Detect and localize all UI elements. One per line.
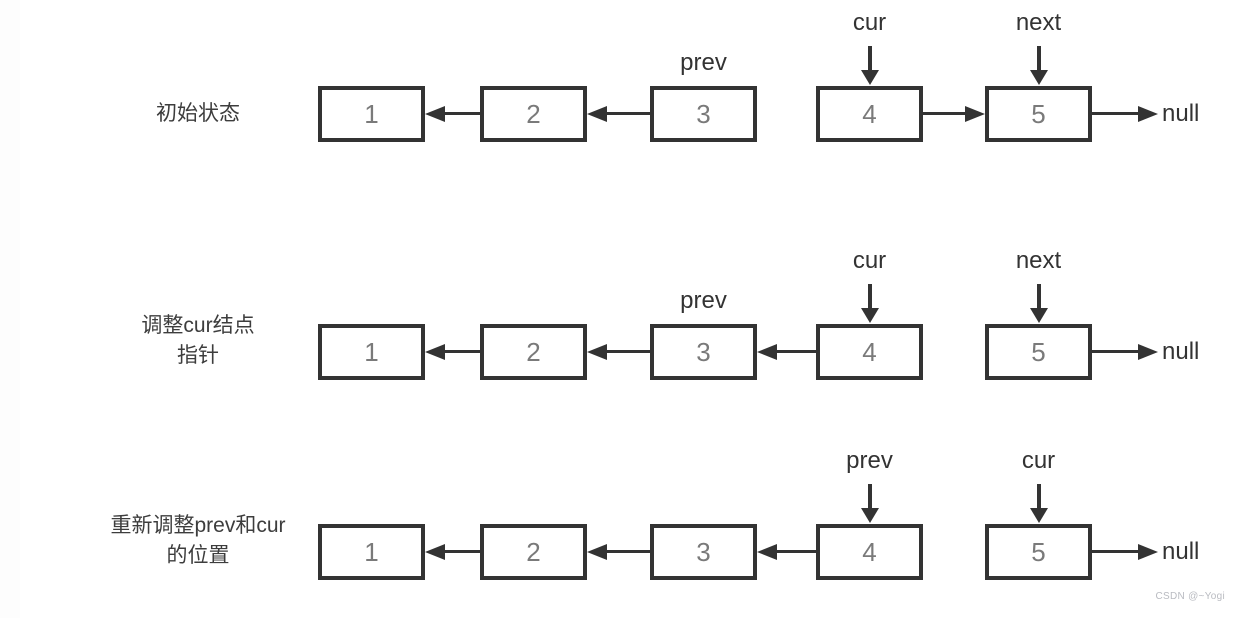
row-caption-line: 指针 bbox=[177, 344, 219, 367]
arrow-shaft bbox=[923, 112, 969, 115]
left-arrow-icon bbox=[425, 543, 480, 561]
list-node: 2 bbox=[480, 524, 587, 580]
null-label: null bbox=[1162, 338, 1200, 365]
arrow-head bbox=[757, 344, 777, 360]
arrow-shaft bbox=[773, 550, 816, 553]
left-arrow-icon bbox=[587, 343, 650, 361]
down-arrow-head bbox=[860, 308, 879, 323]
down-arrow-head bbox=[860, 70, 879, 85]
node-value: 3 bbox=[696, 336, 711, 367]
row-caption: 调整cur结点指针 bbox=[38, 311, 358, 371]
watermark: CSDN @~Yogi bbox=[1155, 591, 1225, 602]
node-value: 5 bbox=[1031, 536, 1046, 567]
down-arrow-head bbox=[1029, 308, 1048, 323]
null-label: null bbox=[1162, 538, 1200, 565]
node-value: 3 bbox=[696, 98, 711, 129]
row-caption-line: 重新调整prev和cur bbox=[110, 514, 286, 537]
list-node: 4 bbox=[816, 524, 923, 580]
arrow-shaft bbox=[603, 350, 650, 353]
node-value: 1 bbox=[364, 536, 379, 567]
node-value: 4 bbox=[862, 336, 877, 367]
arrow-head bbox=[425, 544, 445, 560]
arrow-shaft bbox=[773, 350, 816, 353]
row-caption-line: 的位置 bbox=[166, 544, 230, 567]
arrow-shaft bbox=[1092, 550, 1142, 553]
left-arrow-icon bbox=[757, 543, 816, 561]
right-arrow-icon bbox=[1092, 343, 1158, 361]
pointer-label-cur: cur bbox=[852, 247, 887, 274]
list-node: 3 bbox=[650, 524, 757, 580]
arrow-shaft bbox=[603, 112, 650, 115]
arrow-head bbox=[425, 106, 445, 122]
node-value: 1 bbox=[364, 98, 379, 129]
pointer-label-prev: prev bbox=[846, 447, 893, 474]
down-arrow-icon bbox=[1036, 284, 1041, 309]
list-node: 3 bbox=[650, 86, 757, 142]
arrow-head bbox=[757, 544, 777, 560]
down-arrow-icon bbox=[867, 484, 872, 509]
node-value: 5 bbox=[1031, 336, 1046, 367]
list-node: 1 bbox=[318, 524, 425, 580]
list-node: 5 bbox=[985, 524, 1092, 580]
down-arrow-head bbox=[860, 508, 879, 523]
list-node: 2 bbox=[480, 324, 587, 380]
arrow-head bbox=[587, 106, 607, 122]
node-value: 4 bbox=[862, 98, 877, 129]
arrow-shaft bbox=[441, 112, 480, 115]
left-arrow-icon bbox=[757, 343, 816, 361]
down-arrow-icon bbox=[867, 46, 872, 71]
node-value: 2 bbox=[526, 98, 541, 129]
arrow-shaft bbox=[441, 350, 480, 353]
arrow-head bbox=[1138, 106, 1158, 122]
list-node: 5 bbox=[985, 324, 1092, 380]
node-value: 2 bbox=[526, 536, 541, 567]
arrow-shaft bbox=[441, 550, 480, 553]
down-arrow-icon bbox=[1036, 46, 1041, 71]
list-node: 1 bbox=[318, 86, 425, 142]
node-value: 4 bbox=[862, 536, 877, 567]
pointer-label-prev: prev bbox=[680, 287, 727, 314]
pointer-label-cur: cur bbox=[852, 9, 887, 36]
list-node: 3 bbox=[650, 324, 757, 380]
arrow-head bbox=[425, 344, 445, 360]
arrow-shaft bbox=[1092, 112, 1142, 115]
arrow-head bbox=[587, 344, 607, 360]
row-caption-line: 调整cur结点 bbox=[141, 314, 255, 337]
row-caption: 重新调整prev和cur 的位置 bbox=[38, 511, 358, 571]
down-arrow-icon bbox=[1036, 484, 1041, 509]
list-node: 4 bbox=[816, 324, 923, 380]
row-caption-line: 初始状态 bbox=[156, 102, 240, 125]
pointer-label-cur: cur bbox=[1021, 447, 1056, 474]
left-arrow-icon bbox=[425, 343, 480, 361]
pointer-label-prev: prev bbox=[680, 49, 727, 76]
list-node: 2 bbox=[480, 86, 587, 142]
arrow-shaft bbox=[603, 550, 650, 553]
null-label: null bbox=[1162, 100, 1200, 127]
list-node: 5 bbox=[985, 86, 1092, 142]
right-arrow-icon bbox=[1092, 105, 1158, 123]
pointer-label-next: next bbox=[1015, 247, 1062, 274]
left-arrow-icon bbox=[587, 105, 650, 123]
node-value: 2 bbox=[526, 336, 541, 367]
down-arrow-head bbox=[1029, 70, 1048, 85]
arrow-head bbox=[1138, 544, 1158, 560]
row-caption: 初始状态 bbox=[38, 99, 358, 129]
list-node: 4 bbox=[816, 86, 923, 142]
list-node: 1 bbox=[318, 324, 425, 380]
arrow-head bbox=[587, 544, 607, 560]
node-value: 5 bbox=[1031, 98, 1046, 129]
arrow-head bbox=[965, 106, 985, 122]
pointer-label-next: next bbox=[1015, 9, 1062, 36]
right-arrow-icon bbox=[923, 105, 985, 123]
left-arrow-icon bbox=[425, 105, 480, 123]
down-arrow-icon bbox=[867, 284, 872, 309]
arrow-head bbox=[1138, 344, 1158, 360]
right-arrow-icon bbox=[1092, 543, 1158, 561]
arrow-shaft bbox=[1092, 350, 1142, 353]
down-arrow-head bbox=[1029, 508, 1048, 523]
node-value: 3 bbox=[696, 536, 711, 567]
node-value: 1 bbox=[364, 336, 379, 367]
page-edge-strip bbox=[0, 0, 20, 618]
left-arrow-icon bbox=[587, 543, 650, 561]
